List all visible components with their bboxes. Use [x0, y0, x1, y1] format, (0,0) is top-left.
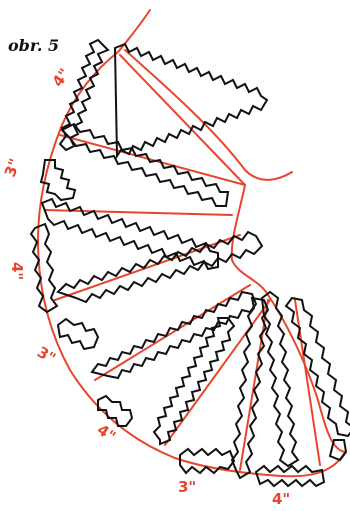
strip-row-2: [60, 122, 230, 207]
strip-bottom-2: [254, 464, 326, 488]
note-left-4: 4": [8, 262, 26, 280]
figure-label: obr. 5: [8, 36, 60, 55]
strip-vertical-c: [284, 296, 350, 438]
strip-vertical-b: [260, 290, 300, 468]
outline-curves: [36, 9, 346, 478]
strip-bottom-1: [179, 447, 236, 475]
strip-row-5: [90, 290, 258, 380]
strip-left-3: [56, 317, 100, 351]
strip-row-6: [152, 317, 236, 446]
strip-top-vertical: [58, 38, 110, 152]
strip-row-4: [56, 230, 264, 304]
zigzag-strips: [29, 38, 350, 488]
note-bottom-4a: 4": [94, 421, 119, 446]
strip-right-end: [328, 439, 348, 462]
strip-vertical-a: [230, 296, 270, 480]
note-bottom-3: 3": [178, 478, 196, 496]
note-bottom-4b: 4": [272, 490, 290, 508]
strip-bottom-left: [97, 394, 134, 427]
strip-left-1: [39, 159, 77, 202]
strip-row-3: [40, 197, 219, 271]
note-top: 4": [49, 65, 74, 90]
strip-left-2: [29, 222, 59, 314]
note-left-3b: 3": [34, 343, 59, 368]
strip-top-left: [113, 42, 269, 160]
note-left-3a: 3": [1, 156, 24, 179]
